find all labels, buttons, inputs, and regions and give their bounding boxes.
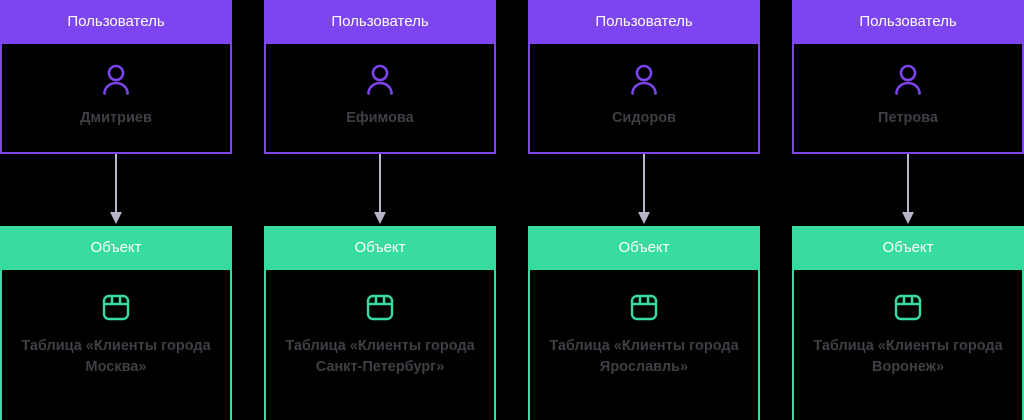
object-card-header: Объект [0, 226, 232, 270]
object-name: Таблица «Клиенты города Москва» [21, 338, 211, 375]
object-name: Таблица «Клиенты города Санкт-Петербург» [285, 338, 475, 375]
user-card-body: Сидоров [528, 44, 760, 154]
object-card-header: Объект [792, 226, 1024, 270]
user-icon [626, 62, 662, 98]
user-card[interactable]: Пользователь Сидоров [528, 0, 760, 154]
object-card-body: Таблица «Клиенты города Ярославль» [528, 270, 760, 420]
connector-arrow [0, 154, 232, 226]
user-icon [98, 62, 134, 98]
diagram-column: Пользователь Дмитриев [0, 0, 232, 420]
user-card-header: Пользователь [528, 0, 760, 44]
object-name: Таблица «Клиенты города Воронеж» [813, 338, 1003, 375]
connector-arrow [528, 154, 760, 226]
user-card[interactable]: Пользователь Дмитриев [0, 0, 232, 154]
object-card-body: Таблица «Клиенты города Санкт-Петербург» [264, 270, 496, 420]
diagram-column: Пользователь Сидоров [528, 0, 760, 420]
user-card-body: Ефимова [264, 44, 496, 154]
object-card-body: Таблица «Клиенты города Воронеж» [792, 270, 1024, 420]
object-card-header: Объект [528, 226, 760, 270]
user-card-header: Пользователь [0, 0, 232, 44]
user-card-header: Пользователь [264, 0, 496, 44]
diagram-column: Пользователь Ефимова [264, 0, 496, 420]
user-name: Петрова [878, 110, 938, 126]
user-card-header: Пользователь [792, 0, 1024, 44]
object-card[interactable]: Объект Таблица «Клиенты города Воронеж» [792, 226, 1024, 420]
table-icon [99, 290, 133, 324]
diagram-column: Пользователь Петрова [792, 0, 1024, 420]
table-icon [363, 290, 397, 324]
table-icon [891, 290, 925, 324]
user-name: Дмитриев [80, 110, 152, 126]
user-name: Сидоров [611, 110, 677, 126]
user-card[interactable]: Пользователь Ефимова [264, 0, 496, 154]
object-name: Таблица «Клиенты города Ярославль» [549, 338, 739, 375]
user-icon [362, 62, 398, 98]
object-card-header: Объект [264, 226, 496, 270]
object-card[interactable]: Объект Таблица «Клиенты города Санкт-Пет… [264, 226, 496, 420]
object-card[interactable]: Объект Таблица «Клиенты города Москва» [0, 226, 232, 420]
user-name: Ефимова [346, 110, 414, 126]
object-card[interactable]: Объект Таблица «Клиенты города Ярославль… [528, 226, 760, 420]
user-icon [890, 62, 926, 98]
object-card-body: Таблица «Клиенты города Москва» [0, 270, 232, 420]
table-icon [627, 290, 661, 324]
user-card-body: Петрова [792, 44, 1024, 154]
user-card[interactable]: Пользователь Петрова [792, 0, 1024, 154]
connector-arrow [264, 154, 496, 226]
user-card-body: Дмитриев [0, 44, 232, 154]
connector-arrow [792, 154, 1024, 226]
